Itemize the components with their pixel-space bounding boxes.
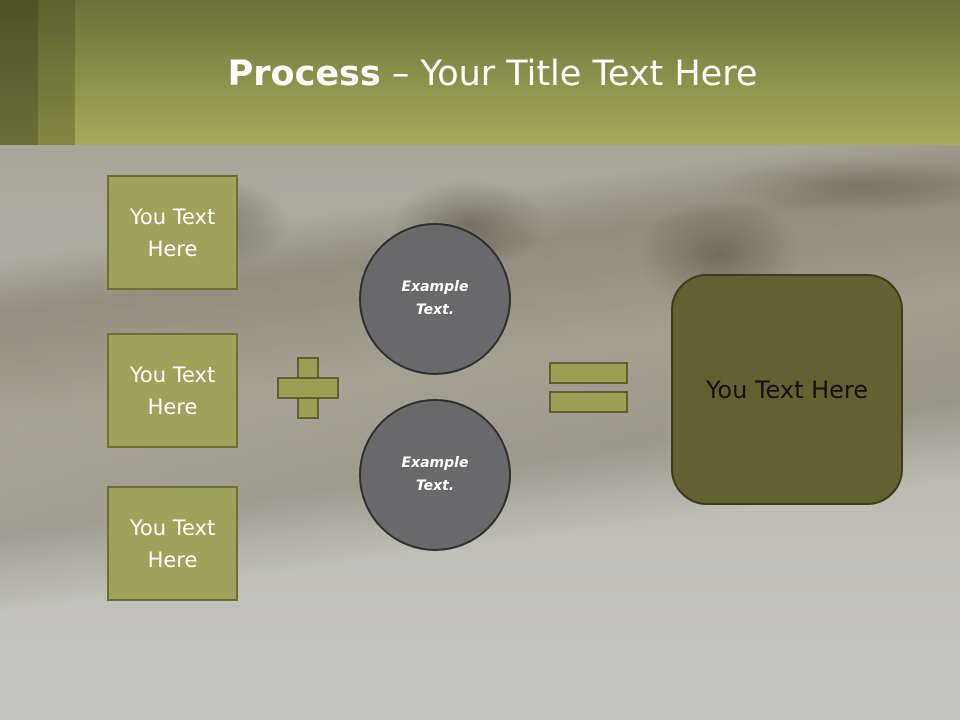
text-box-1-line2: Here [147,236,198,261]
title-bold: Process [227,54,381,94]
circle-1-line1: Example [401,279,469,295]
circle-2-line1: Example [401,455,469,471]
text-box-3-line1: You Text [129,515,216,540]
title-rest: – Your Title Text Here [380,54,758,94]
text-box-3-line2: Here [147,547,198,572]
slide-title: Process – Your Title Text Here [0,52,960,96]
circle-1-line2: Text. [415,302,455,318]
plus-icon-center [299,379,317,397]
text-box-1-line1: You Text [129,204,216,229]
text-box-2-line1: You Text [129,362,216,387]
text-box-2-line2: Here [147,394,198,419]
result-text: You Text Here [705,375,869,404]
accent-bar-light [38,0,75,145]
title-banner [0,0,960,145]
equals-icon [549,362,628,384]
equals-icon-bar [549,391,628,413]
circle-2-line2: Text. [415,478,455,494]
result-box: You Text Here [671,274,903,505]
accent-bar-dark [0,0,38,145]
